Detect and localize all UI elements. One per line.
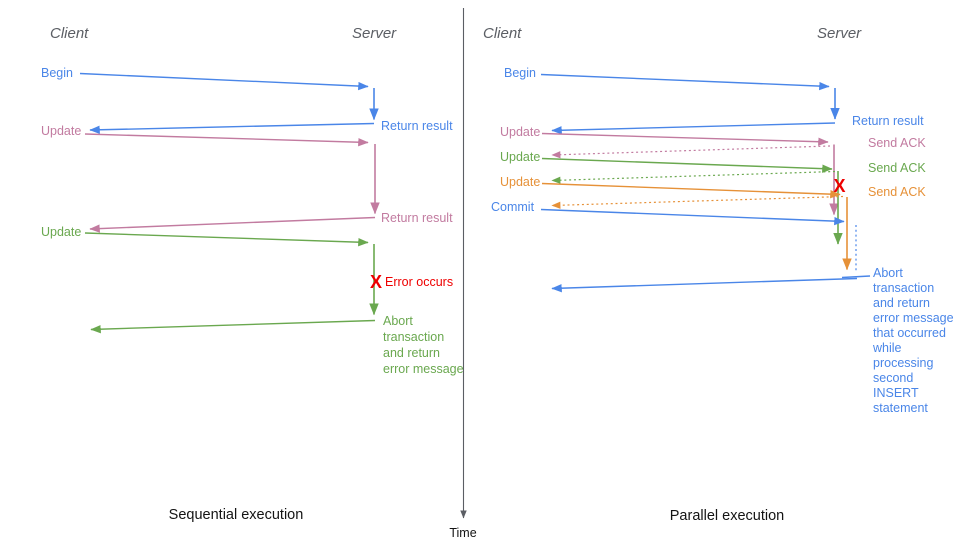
left-return-result-1-label: Return result (381, 119, 453, 133)
right-error-x-icon: X (833, 176, 845, 196)
right-abort-text: Abort transaction and return error messa… (872, 266, 954, 415)
left-return-result-2-label: Return result (381, 211, 453, 225)
right-client-header: Client (483, 25, 522, 42)
right-update-2-request-arrow (541, 157, 833, 173)
right-update-1-label: Update (500, 125, 540, 139)
time-axis-label: Time (449, 526, 476, 540)
left-update-1-return-arrow (89, 216, 376, 233)
right-send-ack-2-dashed-arrow (551, 170, 836, 184)
left-abort-line-2: transaction (383, 330, 444, 344)
left-update-2-request-arrow (84, 232, 369, 247)
right-abort-line-10: statement (873, 401, 928, 415)
right-server-header: Server (817, 25, 862, 42)
right-update-2-label: Update (500, 150, 540, 164)
sequential-diagram: Client Server Begin Return result Update… (41, 25, 464, 523)
right-commit-label: Commit (491, 200, 535, 214)
left-diagram-title: Sequential execution (169, 507, 304, 523)
time-axis: Time (449, 8, 477, 540)
left-abort-line-3: and return (383, 346, 440, 360)
right-commit-request-arrow (540, 208, 845, 226)
right-abort-line-9: INSERT (873, 386, 919, 400)
right-abort-line-8: second (873, 371, 913, 385)
right-abort-line-5: that occurred (873, 326, 946, 340)
left-begin-request-arrow (79, 72, 369, 91)
right-abort-line-4: error message (873, 311, 954, 325)
right-update-1-request-arrow (541, 132, 829, 146)
right-abort-line-2: transaction (873, 281, 934, 295)
left-client-header: Client (50, 25, 89, 42)
right-diagram-title: Parallel execution (670, 508, 784, 524)
left-update-2-label: Update (41, 225, 81, 239)
right-send-ack-3-label: Send ACK (868, 185, 926, 199)
right-send-ack-1-label: Send ACK (868, 136, 926, 150)
left-error-occurs-label: Error occurs (385, 275, 453, 289)
right-abort-line-3: and return (873, 296, 930, 310)
right-begin-label: Begin (504, 66, 536, 80)
right-abort-line-1: Abort (873, 266, 903, 280)
right-update-3-label: Update (500, 175, 540, 189)
left-update-1-request-arrow (84, 133, 369, 147)
left-server-header: Server (352, 25, 397, 42)
right-abort-line-6: while (872, 341, 902, 355)
right-return-result-label: Return result (852, 114, 924, 128)
right-begin-return-arrow (551, 122, 836, 135)
right-abort-bar (841, 275, 871, 279)
right-send-ack-3-dashed-arrow (551, 195, 844, 209)
left-begin-return-arrow (89, 122, 375, 134)
right-begin-request-arrow (540, 73, 830, 91)
right-send-ack-2-label: Send ACK (868, 161, 926, 175)
left-begin-label: Begin (41, 66, 73, 80)
left-abort-line-4: error message (383, 362, 464, 376)
parallel-diagram: Client Server Begin Return result Update… (483, 25, 954, 524)
right-abort-line-7: processing (873, 356, 933, 370)
right-abort-return-arrow (551, 277, 858, 293)
right-update-3-request-arrow (541, 182, 841, 199)
left-abort-line-1: Abort (383, 314, 413, 328)
left-update-1-label: Update (41, 124, 81, 138)
left-error-x-icon: X (370, 272, 382, 292)
left-abort-text: Abort transaction and return error messa… (383, 314, 464, 376)
right-send-ack-1-dashed-arrow (551, 145, 831, 159)
left-abort-return-arrow (90, 319, 376, 334)
